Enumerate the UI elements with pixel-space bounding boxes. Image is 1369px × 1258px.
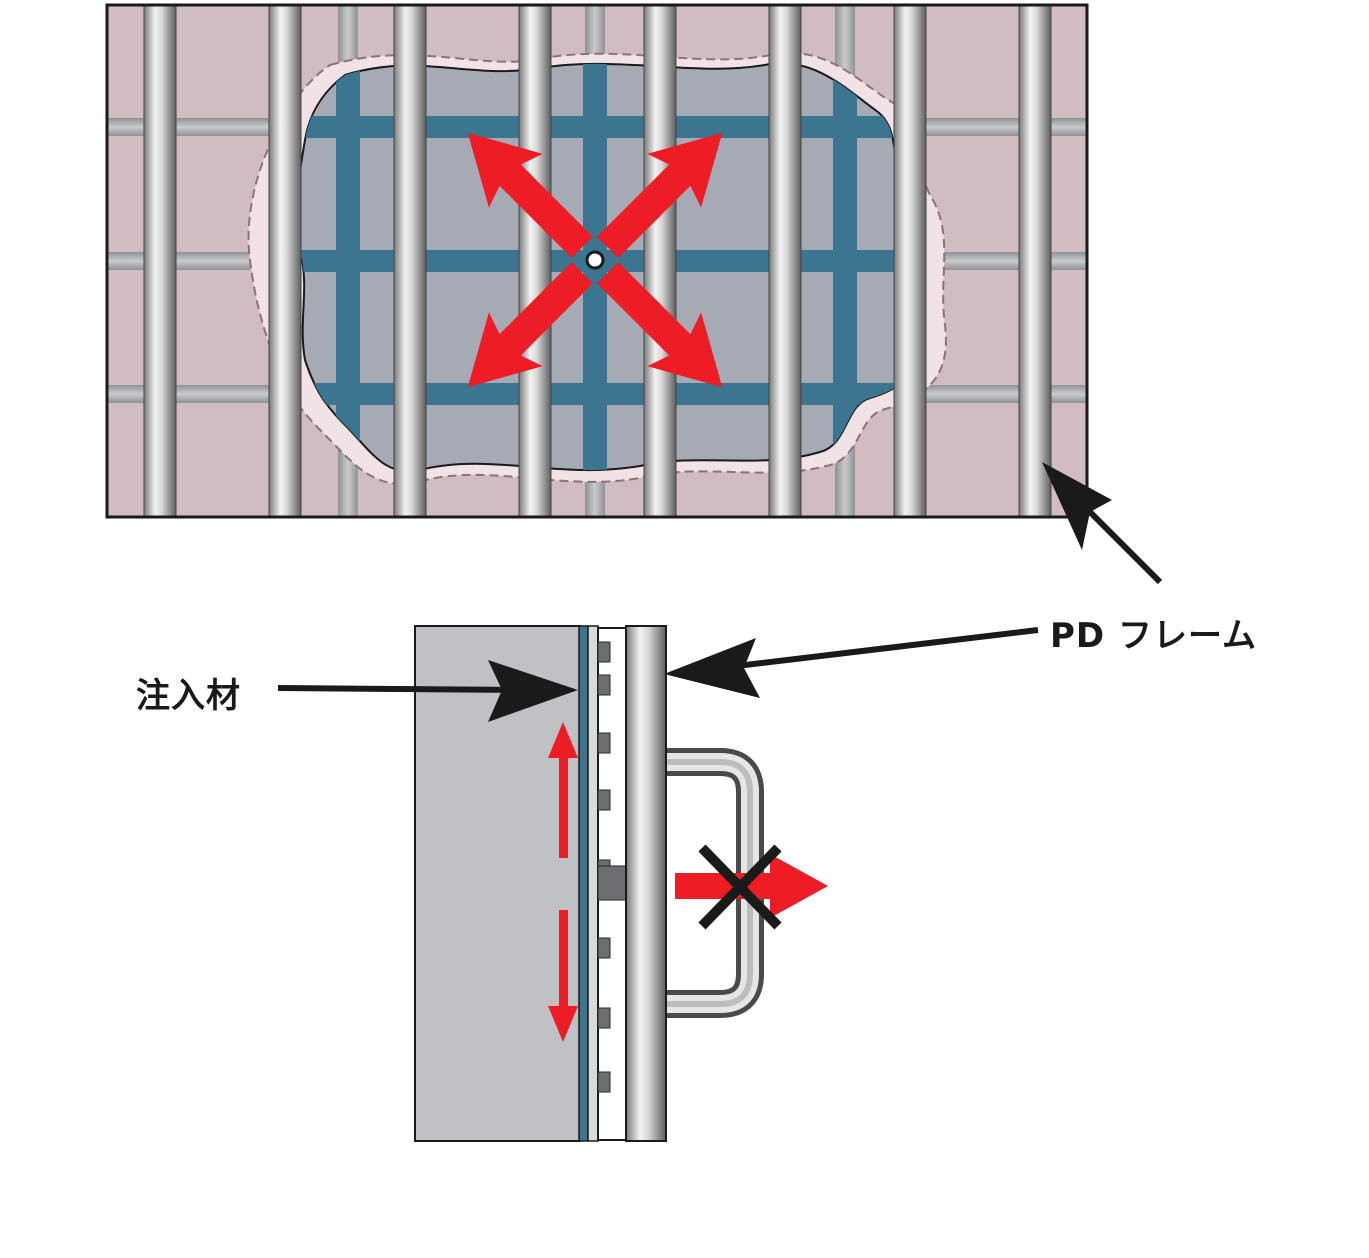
wall-front-view xyxy=(105,3,1089,519)
wall-section-view xyxy=(414,625,828,1142)
injection-hole xyxy=(585,250,605,270)
arrow-icon xyxy=(548,722,578,1042)
grout-label: 注入材 xyxy=(136,676,241,716)
grout-layer xyxy=(578,625,589,1142)
tile-section xyxy=(597,627,627,1141)
rebar-grid xyxy=(296,63,922,472)
pd-frame-section xyxy=(625,625,667,1142)
wall-outline xyxy=(105,3,1089,519)
pointer-arrow-icon xyxy=(277,660,578,722)
pd-frame-label: PD フレーム xyxy=(1050,616,1257,656)
mortar-layer xyxy=(587,625,599,1142)
pd-frame-pipes xyxy=(143,5,1052,517)
pointer-arrow-icon xyxy=(664,627,1039,698)
arrow-icon xyxy=(467,132,723,388)
pointer-arrow-icon xyxy=(1042,462,1163,585)
x-mark-icon xyxy=(698,844,782,930)
